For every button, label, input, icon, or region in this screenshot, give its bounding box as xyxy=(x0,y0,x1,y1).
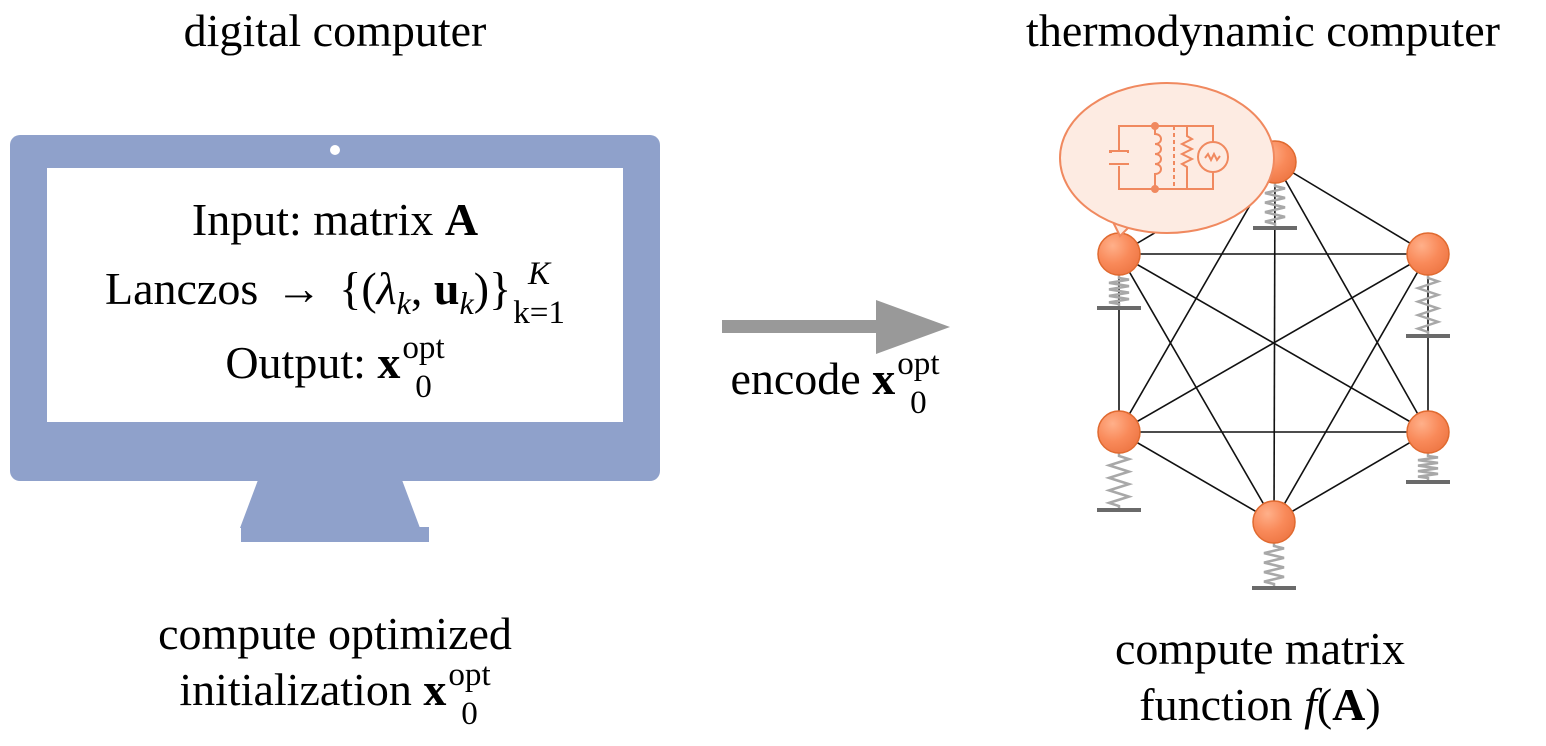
coupling-edge xyxy=(1118,431,1275,523)
encode-arrow-icon xyxy=(722,300,950,354)
u-symbol: u xyxy=(433,263,460,315)
x-subscript: 0 xyxy=(461,695,478,733)
left-caption-line1: compute optimized xyxy=(158,608,512,659)
lambda-symbol: λ xyxy=(376,263,397,315)
node-lower-right xyxy=(1406,410,1450,454)
coupling-edge xyxy=(1118,253,1429,433)
x-subscript: 0 xyxy=(415,368,432,406)
matrix-a-symbol: A xyxy=(444,194,479,245)
monitor-camera xyxy=(330,145,340,155)
node-lower-left xyxy=(1097,410,1141,454)
caption-prefix: function xyxy=(1139,679,1305,730)
arrow-glyph: → xyxy=(275,263,322,315)
spring-icon xyxy=(1264,182,1286,228)
right-caption-line2: function f(A) xyxy=(1060,677,1460,733)
node-upper-right xyxy=(1406,232,1450,276)
close-brace: )} xyxy=(473,263,512,315)
coupling-edge xyxy=(1274,161,1429,255)
right-caption-line1: compute matrix xyxy=(1115,623,1405,674)
monitor-icon xyxy=(10,135,660,542)
x-superscript: opt xyxy=(448,655,491,693)
node-upper-left xyxy=(1097,232,1141,276)
screen-input-line: Input: matrix A xyxy=(47,193,623,246)
x-superscript: opt xyxy=(897,345,940,382)
output-label: Output: xyxy=(225,337,378,389)
u-subscript: k xyxy=(459,285,474,322)
x-symbol: x xyxy=(377,337,401,389)
coupling-edge xyxy=(1273,253,1429,523)
spring-icon xyxy=(1417,452,1439,482)
open-paren: ( xyxy=(1316,679,1333,730)
coupling-edge xyxy=(1274,161,1429,433)
f-symbol: f xyxy=(1304,679,1317,730)
close-paren: ) xyxy=(1365,679,1381,730)
rlc-circuit-icon xyxy=(1109,122,1229,193)
thermodynamic-computer-title: thermodynamic computer xyxy=(1026,5,1500,56)
right-caption: compute matrix function f(A) xyxy=(1060,621,1460,733)
coupling-edges xyxy=(1118,161,1429,523)
set-superscript: K xyxy=(528,255,551,292)
monitor-base xyxy=(241,527,429,542)
caption-prefix: initialization xyxy=(179,664,424,715)
monitor-screen xyxy=(47,168,623,422)
x-superscript: opt xyxy=(402,329,445,366)
matrix-a-symbol: A xyxy=(1332,679,1366,730)
x-subscript: 0 xyxy=(910,384,927,422)
spring-icon xyxy=(1108,274,1130,308)
coupling-edge xyxy=(1273,431,1429,523)
comma: , xyxy=(410,263,434,315)
springs xyxy=(1097,182,1450,590)
spring-icon xyxy=(1414,274,1442,336)
digital-computer-title: digital computer xyxy=(183,5,487,56)
x-symbol: x xyxy=(423,664,447,715)
encode-text: encode xyxy=(730,353,873,405)
x-symbol: x xyxy=(872,353,896,405)
spring-icon xyxy=(1263,542,1285,588)
lambda-subscript: k xyxy=(396,285,411,322)
circuit-bubble xyxy=(1059,82,1275,238)
spring-icon xyxy=(1104,452,1134,510)
set-subscript: k=1 xyxy=(513,294,565,332)
monitor-stand xyxy=(240,480,420,528)
open-brace: {( xyxy=(339,263,377,315)
lanczos-label: Lanczos xyxy=(105,263,259,315)
input-label: Input: matrix xyxy=(191,194,445,245)
node-bottom xyxy=(1252,500,1296,544)
